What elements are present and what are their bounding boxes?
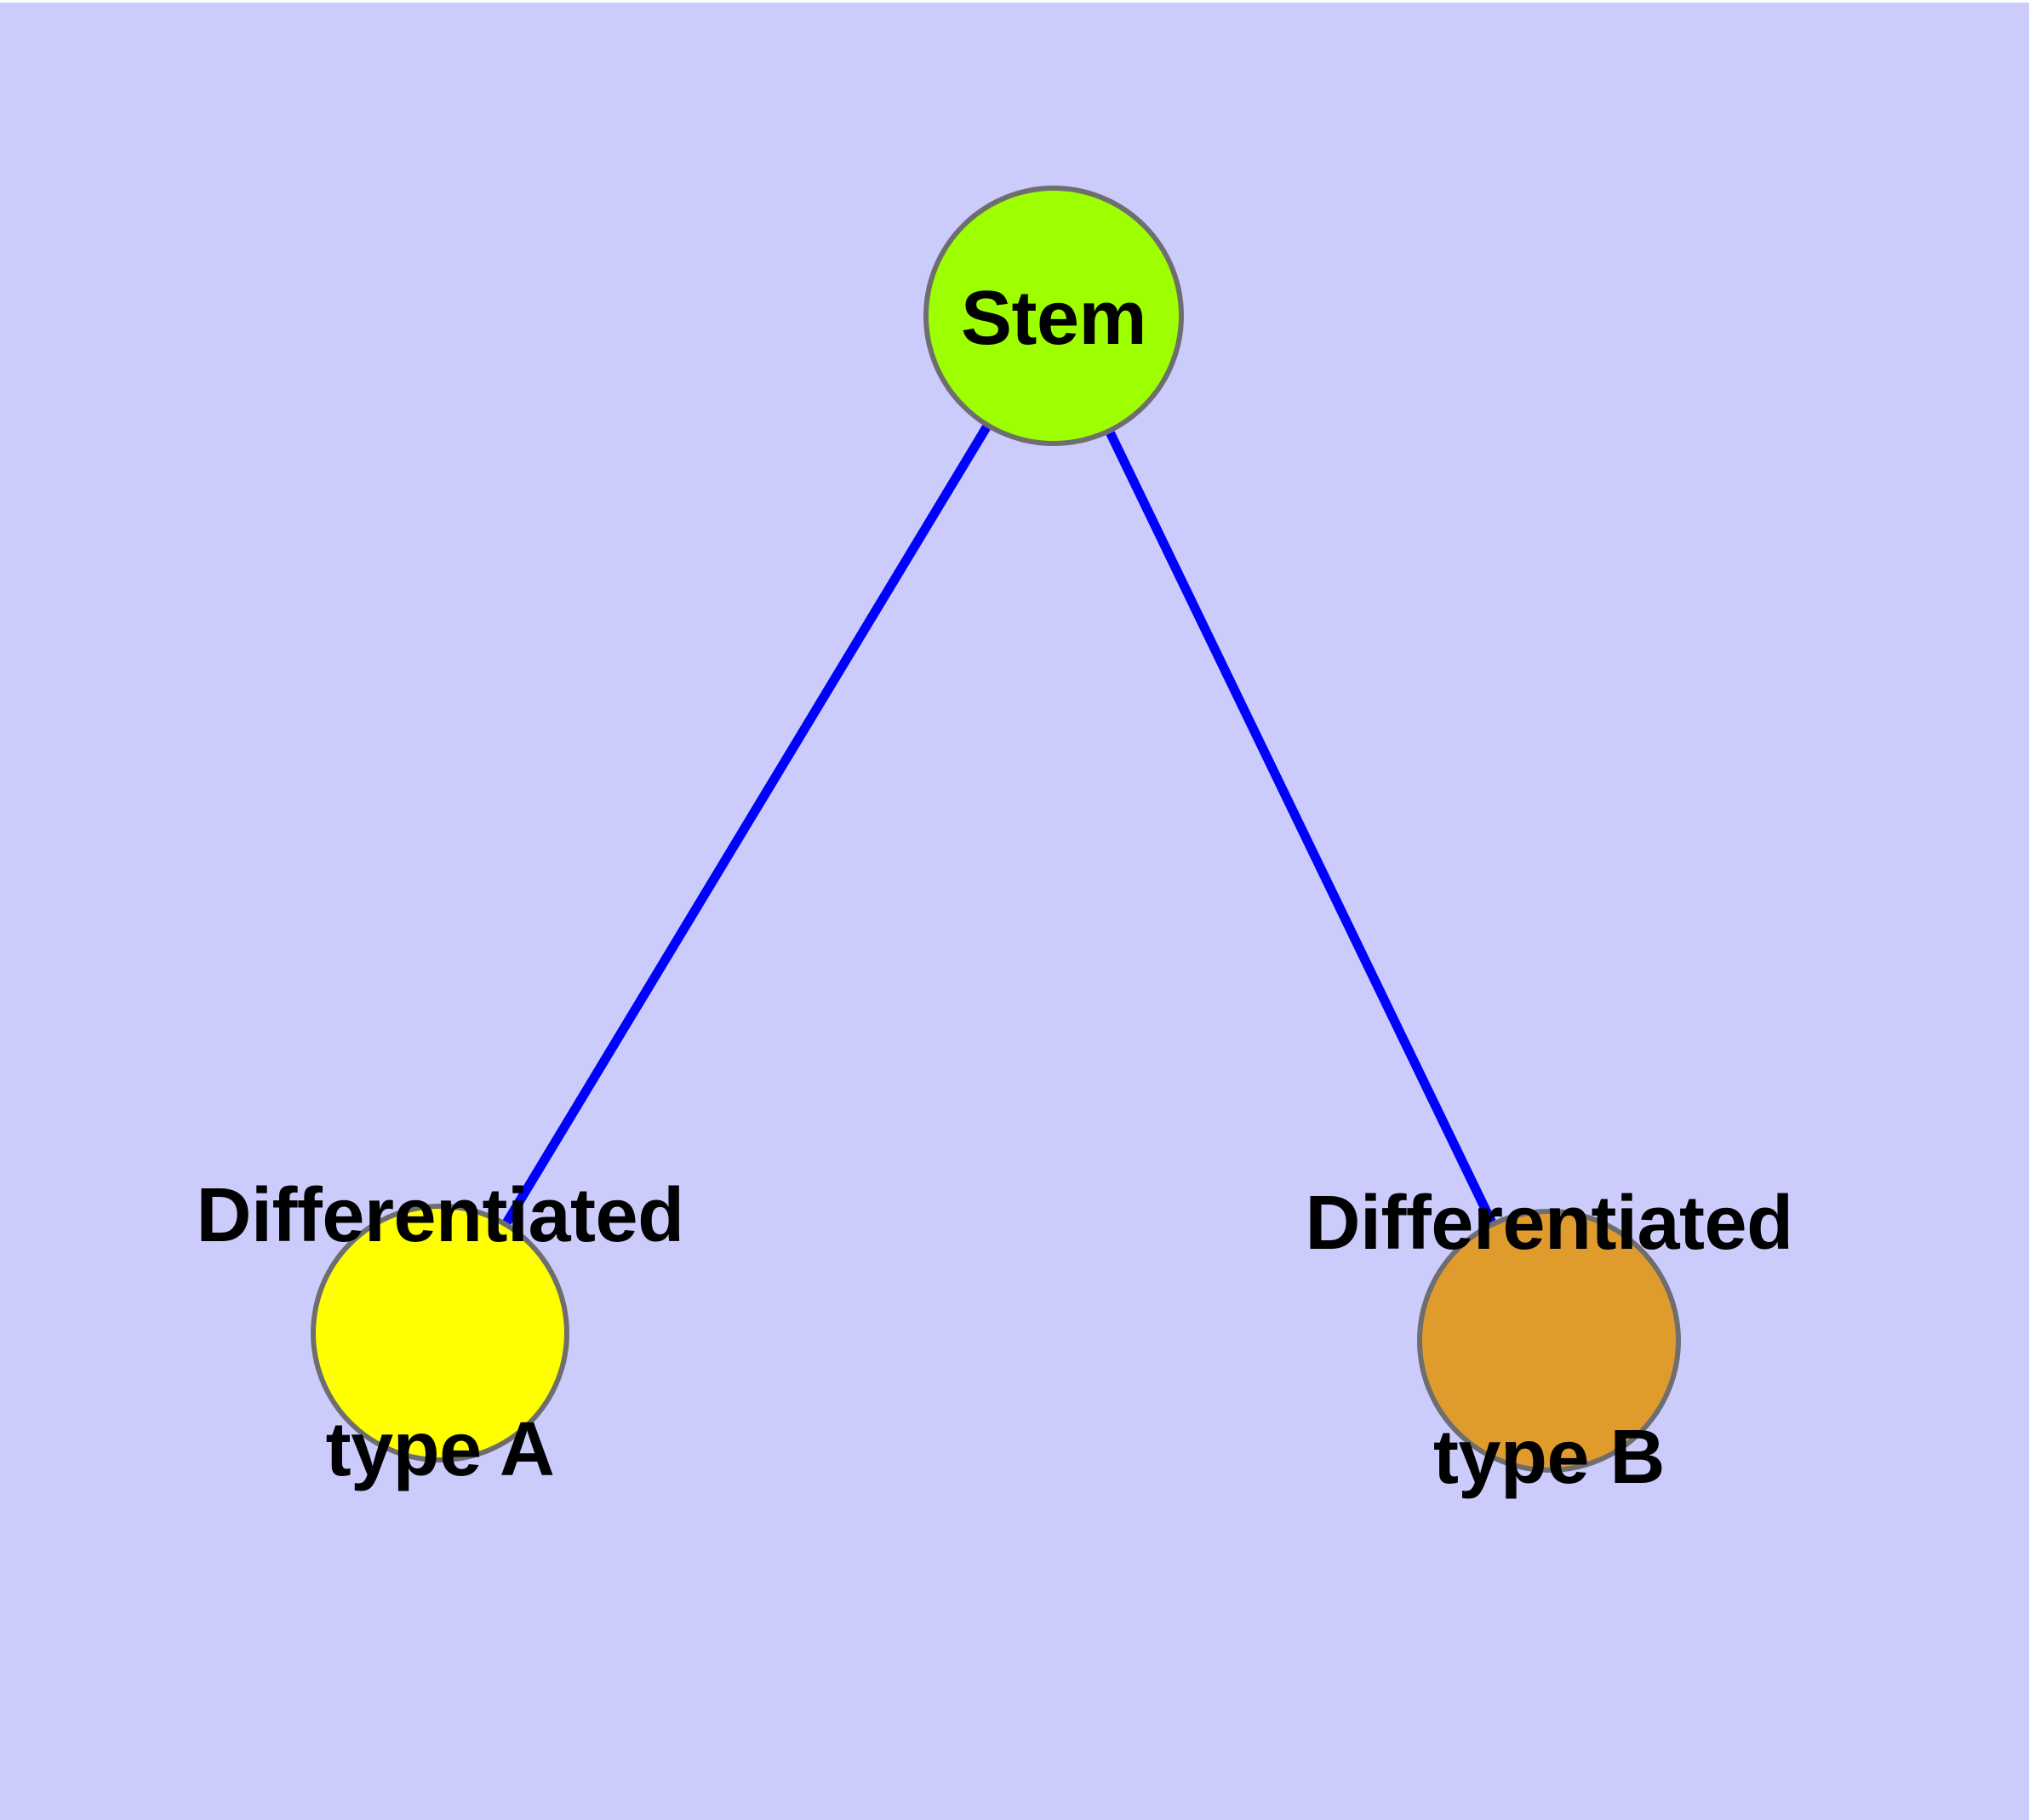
node-differentiated-type-b[interactable] (1417, 1209, 1681, 1473)
edge-stem-diff-a (502, 425, 991, 1225)
edge-layer (502, 425, 1496, 1225)
node-layer (311, 186, 1681, 1473)
node-stem[interactable] (923, 186, 1184, 446)
node-differentiated-type-a[interactable] (311, 1204, 569, 1462)
edge-stem-diff-b (1106, 431, 1496, 1224)
